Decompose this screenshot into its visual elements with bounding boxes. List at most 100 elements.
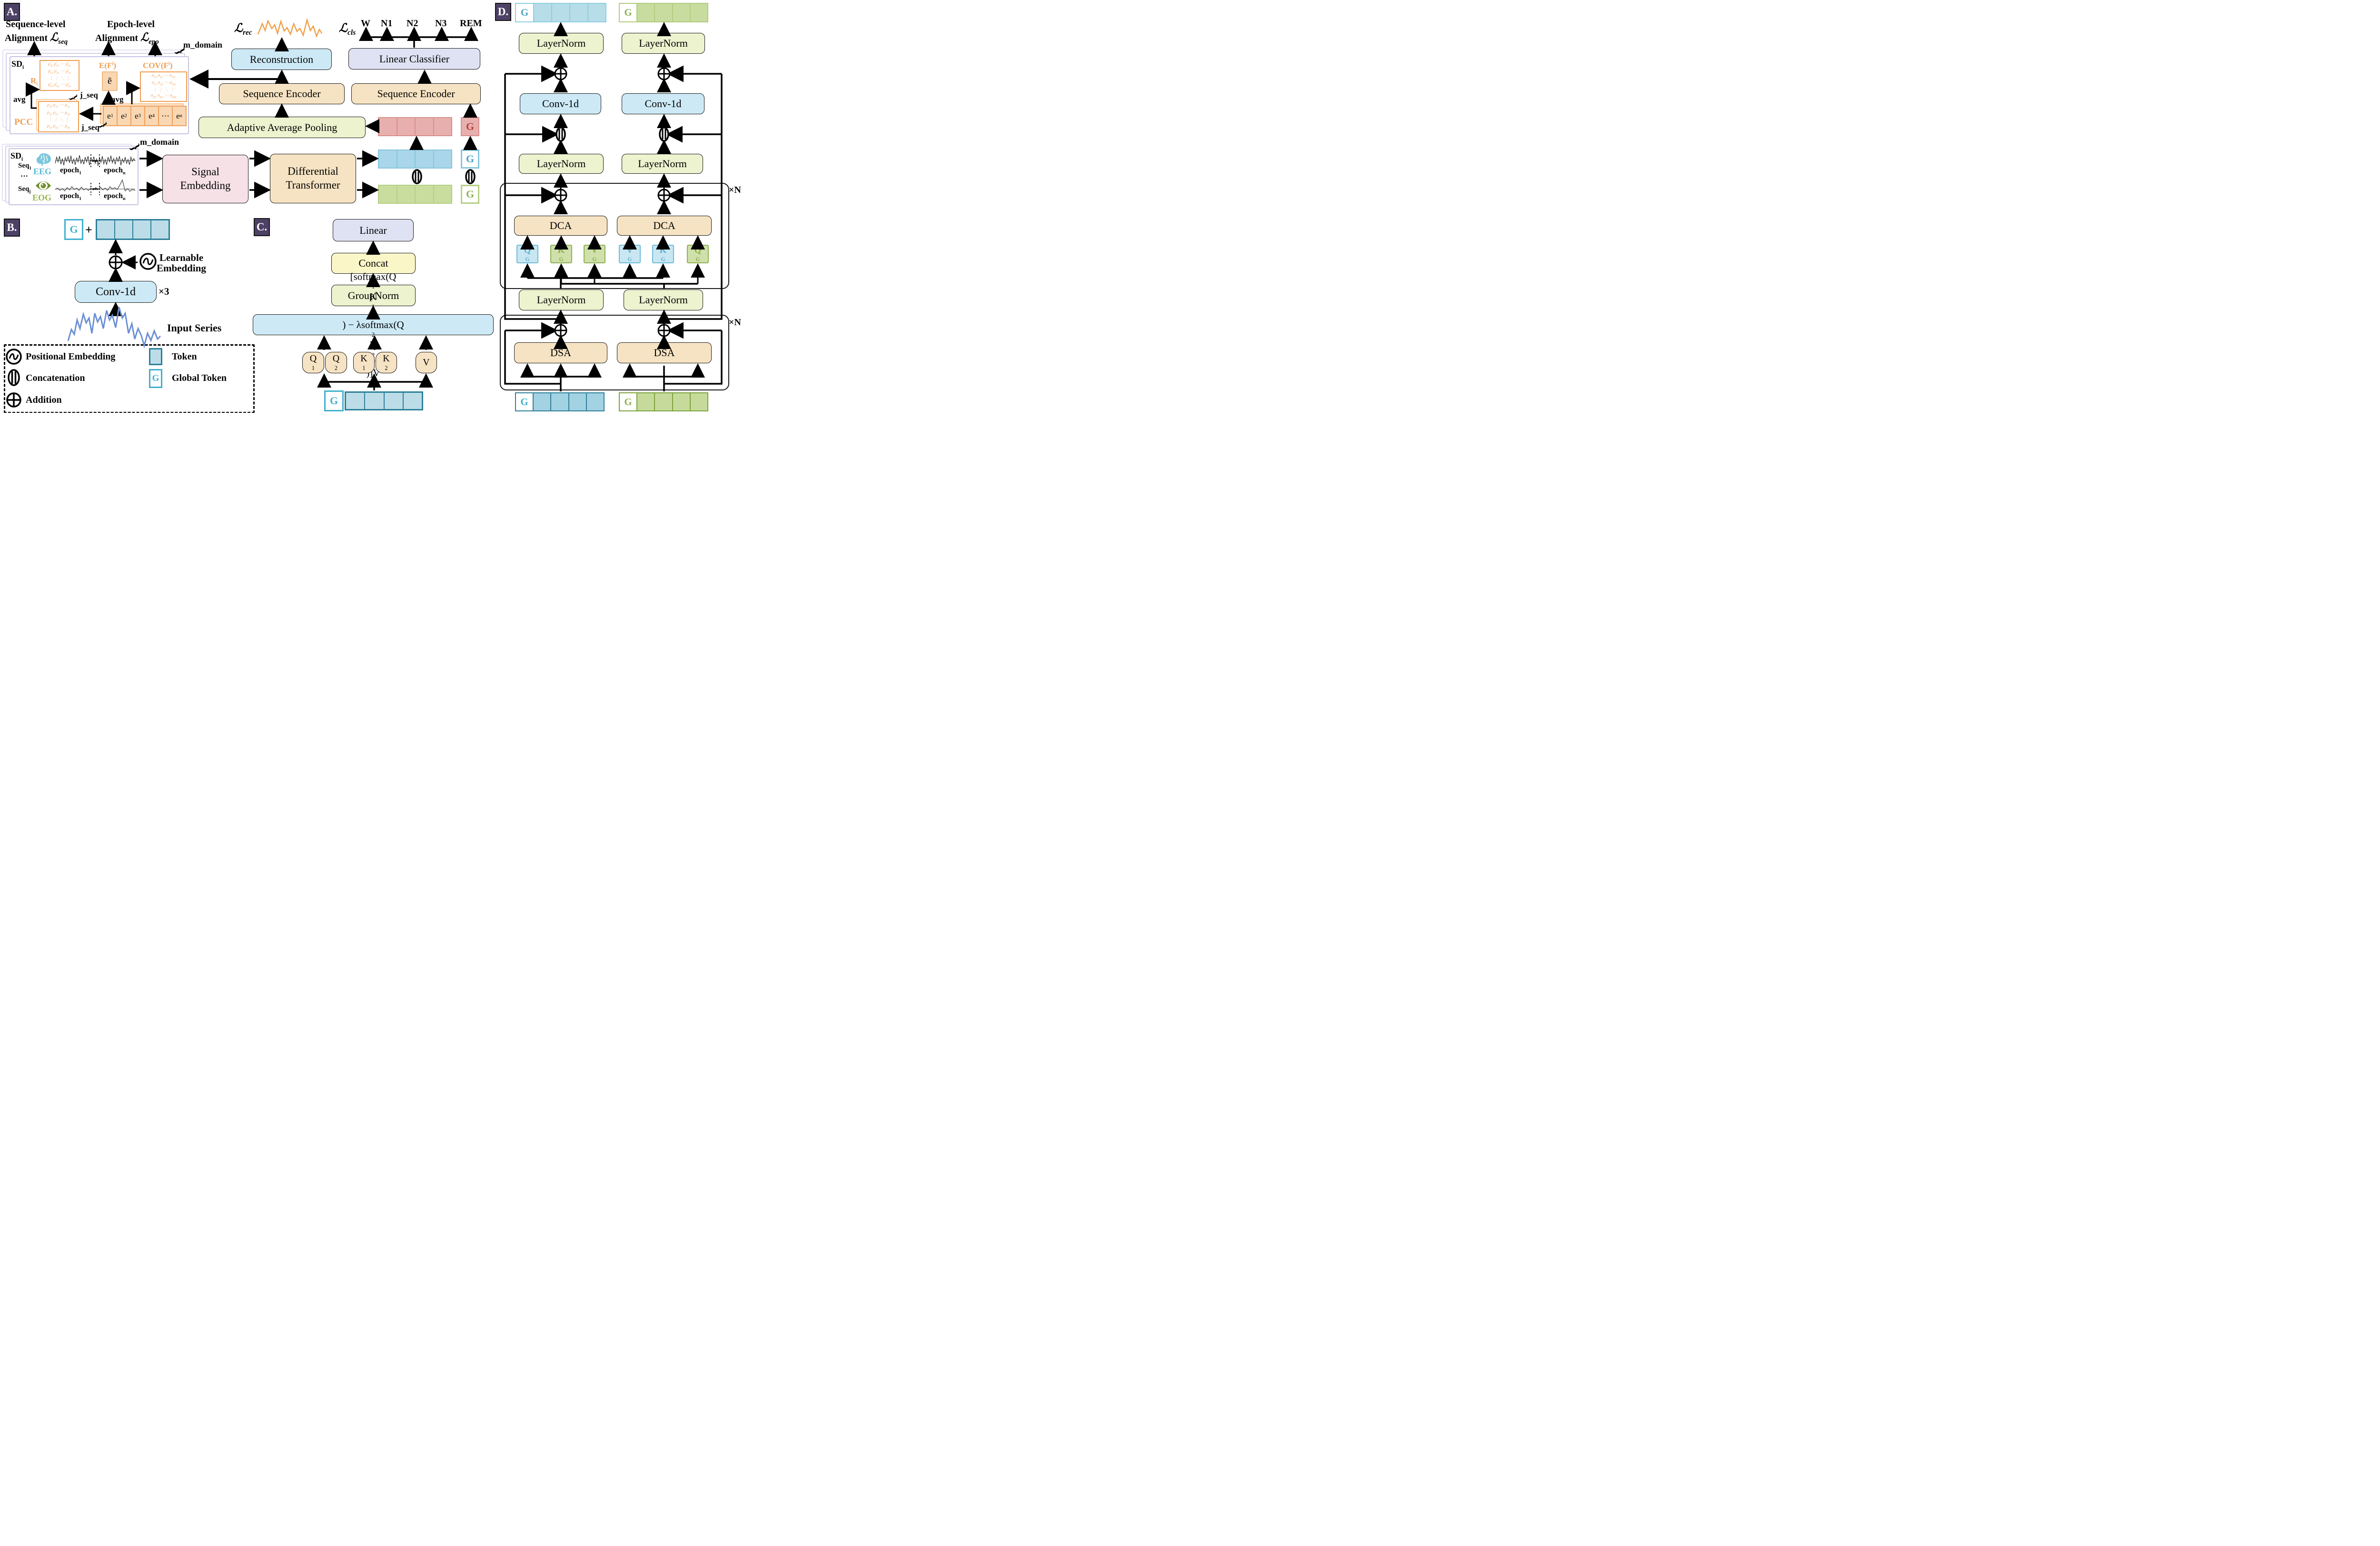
d-conv1d-left: Conv-1d <box>520 93 601 114</box>
learnable-embedding-label-2: Embedding <box>157 262 206 274</box>
d-conv1d-right: Conv-1d <box>622 93 704 114</box>
learnable-embedding-icon <box>139 253 157 270</box>
epoch-alignment-title-line1: Epoch-level <box>107 19 155 30</box>
classifier-output-tree <box>366 36 471 48</box>
linear-box: Linear <box>333 219 414 241</box>
loss-cls-label: ℒcls <box>339 22 356 37</box>
eeg-token-row <box>378 150 452 169</box>
class-w: W <box>361 18 370 29</box>
legend-addition-label: Addition <box>26 395 62 405</box>
cov-label: COV(Fi) <box>143 61 173 70</box>
loss-seq-label: ℒseq <box>50 31 68 46</box>
dsa-repeat-group <box>500 315 729 390</box>
class-n2: N2 <box>407 18 418 29</box>
legend-token-swatch <box>149 348 162 365</box>
d-layernorm-low-right: LayerNorm <box>624 289 703 310</box>
eog-epochn-label: epochn <box>104 192 126 202</box>
input-series-waveform <box>67 307 161 349</box>
avg-label-left: avg <box>13 95 26 104</box>
input-series-label: Input Series <box>167 322 222 334</box>
j-seq-label-lower: j_seq <box>81 123 99 132</box>
legend-token-label: Token <box>172 351 197 362</box>
e-mean-box: ē <box>102 71 118 91</box>
conv-times3-label: ×3 <box>159 286 169 297</box>
d-input-row-eeg: G <box>515 392 605 411</box>
panel-a-badge: A. <box>4 3 20 21</box>
groupnorm-box: GroupNorm <box>331 285 416 306</box>
eog-token-row <box>378 185 452 204</box>
legend-global-token-swatch: G <box>149 369 162 388</box>
eeg-global-token: G <box>461 150 479 169</box>
dca-repeat-group <box>500 183 729 289</box>
adaptive-average-pooling-box: Adaptive Average Pooling <box>198 117 366 138</box>
loss-epo-label: ℒepo <box>140 31 159 46</box>
architecture-diagram: A. Sequence-level Alignment ℒseq Epoch-l… <box>0 0 746 413</box>
legend-box <box>4 344 255 413</box>
d-layernorm-top-left: LayerNorm <box>519 33 604 54</box>
m-domain-label-bottom: m_domain <box>140 137 179 147</box>
panel-c-global-token: G <box>324 390 344 411</box>
plus-sign: + <box>85 223 92 237</box>
fused-token-row <box>378 117 452 136</box>
seq-alignment-title-line2: Alignment ℒseq <box>5 31 68 46</box>
legend-concat-label: Concatenation <box>26 373 85 383</box>
add-symbol-d1-left <box>554 67 567 80</box>
panel-b-global-token: G <box>64 219 83 240</box>
reconstruction-box: Reconstruction <box>231 49 332 70</box>
lrec-waveform <box>257 18 323 38</box>
sequence-encoder-right-box: Sequence Encoder <box>351 83 481 104</box>
r-matrix-label: Ri <box>30 76 38 87</box>
add-symbol-b <box>109 255 123 269</box>
epoch-alignment-title-line2: Alignment ℒepo <box>95 31 159 46</box>
dsa-xn-label: ×N <box>729 317 741 328</box>
concat-symbol-mid-2 <box>465 169 476 184</box>
v-token: V <box>416 352 437 373</box>
loss-rec-label: ℒrec <box>234 22 252 37</box>
seq1-label: Seq1 <box>18 162 31 171</box>
seqj-label: Seqj <box>18 185 31 194</box>
eeg-epochn-label: epochn <box>104 166 126 176</box>
m-domain-label-top: m_domain <box>183 40 223 50</box>
eeg-epoch1-label: epoch1 <box>60 166 81 176</box>
class-rem: REM <box>460 18 482 29</box>
fused-global-token: G <box>461 117 479 136</box>
pcc-label: PCC <box>14 117 33 127</box>
eog-label: EOG <box>32 193 52 202</box>
panel-c-badge: C. <box>254 218 270 236</box>
panel-b-badge: B. <box>4 219 20 237</box>
avg-label-mid: avg <box>111 95 124 104</box>
concat-symbol-d-right <box>659 127 669 142</box>
dca-right-box: DCA <box>617 216 712 236</box>
eog-epoch1-label: epoch1 <box>60 192 81 202</box>
legend-positional-label: Positional Embedding <box>26 351 116 362</box>
seq-dots: ··· <box>20 172 29 180</box>
e-mean-label: E(Fi) <box>99 61 116 70</box>
eeg-label: EEG <box>33 167 52 176</box>
class-n1: N1 <box>381 18 393 29</box>
panel-b-token-row <box>96 219 170 240</box>
class-n3: N3 <box>435 18 447 29</box>
dsa-left-box: DSA <box>514 342 607 363</box>
sd-label-top-card: SDi <box>11 59 24 70</box>
d-layernorm-mid-right: LayerNorm <box>622 154 703 174</box>
panel-c-token-row <box>345 391 423 410</box>
d-output-row-eeg: G <box>515 3 606 22</box>
dca-xn-label: ×N <box>729 185 741 195</box>
panel-b-conv1d-box: Conv-1d <box>75 281 157 303</box>
d-input-row-eog: G <box>619 392 708 411</box>
qkv-split-bracket <box>324 381 426 390</box>
concat-symbol-mid-1 <box>412 169 422 184</box>
